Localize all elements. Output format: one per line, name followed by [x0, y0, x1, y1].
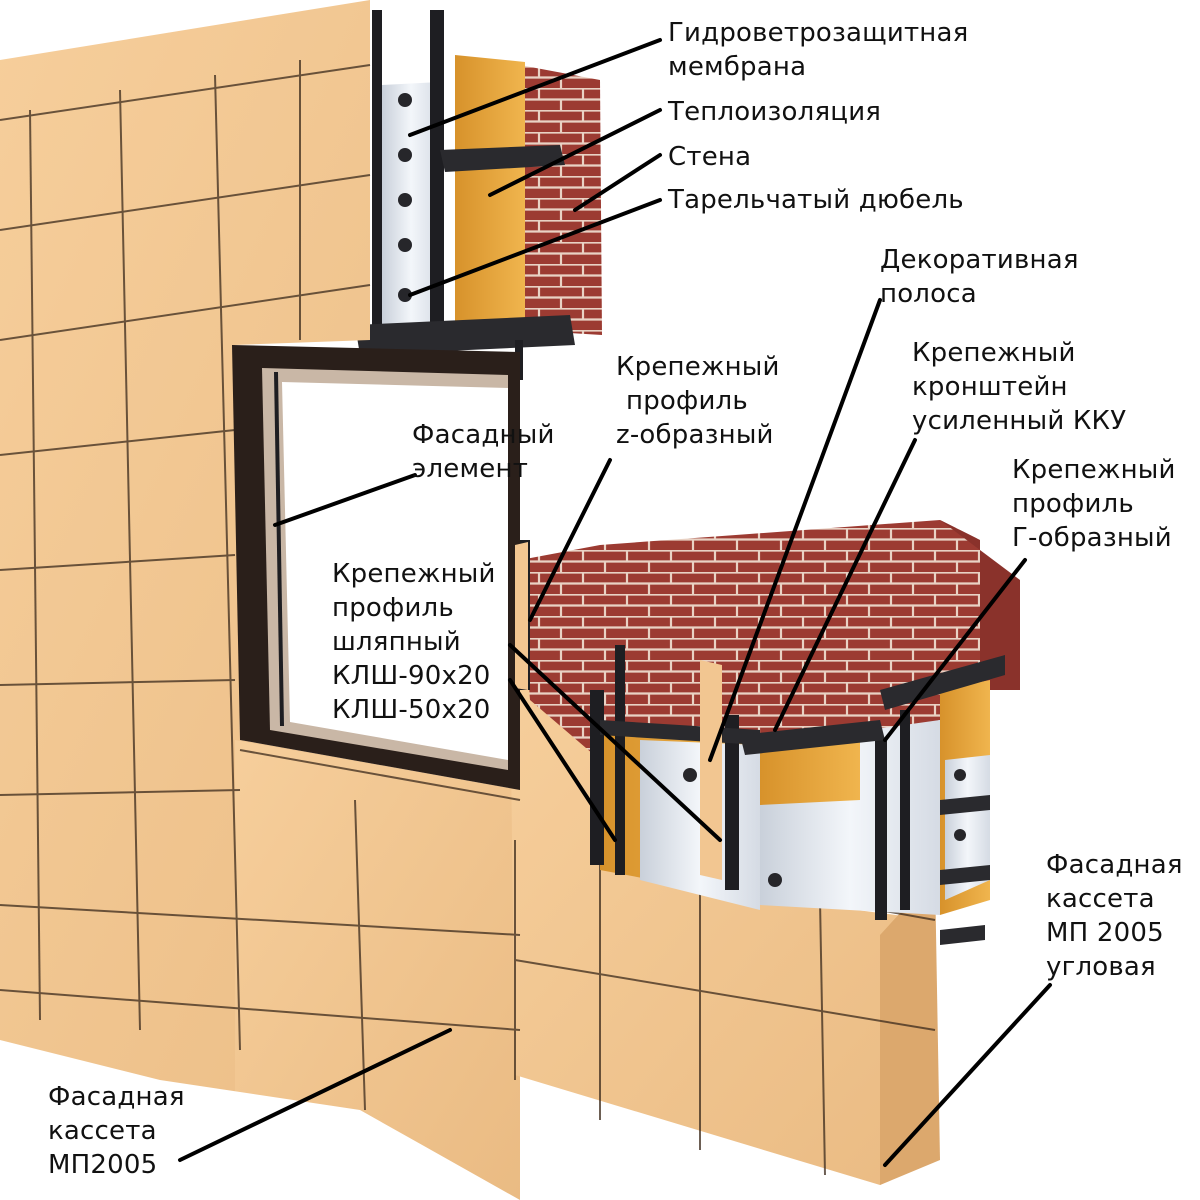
label-cassette-line1: Фасадная	[48, 1082, 185, 1112]
label-corner-cassette: Фасадная кассета МП 2005 угловая	[1046, 848, 1183, 984]
label-bracket: Крепежный кронштейн усиленный ККУ	[912, 336, 1126, 438]
label-deco-line1: Декоративная	[880, 245, 1079, 275]
g-profile-bar	[875, 740, 887, 920]
upper-brick-wall	[520, 65, 602, 335]
leader-bracket	[773, 438, 917, 732]
label-hat-line1: Крепежный	[332, 559, 496, 589]
label-bracket-line3: усиленный ККУ	[912, 406, 1127, 436]
leader-g-profile	[883, 558, 1027, 742]
label-z-line3: z-образный	[616, 420, 774, 450]
leader-hat-profile-2	[508, 678, 617, 842]
bracket-bar	[740, 720, 885, 755]
leader-deco-strip	[708, 298, 882, 762]
label-cassette: Фасадная кассета МП2005	[48, 1080, 185, 1182]
leader-dowel	[408, 198, 662, 297]
label-insulation: Теплоизоляция	[668, 95, 881, 129]
lower-cutaway	[515, 520, 1020, 945]
label-membrane-line2: мембрана	[668, 52, 807, 82]
label-fe-line1: Фасадный	[412, 420, 555, 450]
label-cassette-line2: кассета	[48, 1116, 157, 1146]
label-fe-line2: элемент	[412, 454, 529, 484]
label-dowel: Тарельчатый дюбель	[668, 183, 964, 217]
window-glass	[282, 382, 508, 760]
upper-cutaway	[355, 10, 602, 380]
label-insulation-line1: Теплоизоляция	[668, 97, 882, 127]
label-membrane-line1: Гидроветрозащитная	[668, 18, 969, 48]
label-membrane: Гидроветрозащитная мембрана	[668, 16, 968, 84]
label-z-line2: профиль	[626, 386, 748, 416]
label-cc-line2: кассета	[1046, 884, 1155, 914]
label-deco-line2: полоса	[880, 279, 977, 309]
label-cc-line4: угловая	[1046, 952, 1156, 982]
leader-hat-profile-1	[508, 643, 722, 842]
label-wall-line1: Стена	[668, 142, 752, 172]
label-g-line1: Крепежный	[1012, 455, 1176, 485]
label-cc-line3: МП 2005	[1046, 918, 1164, 948]
label-hat-line2: профиль	[332, 593, 454, 623]
leader-lines	[178, 38, 1052, 1167]
leader-corner-cassette	[883, 983, 1052, 1167]
label-z-line1: Крепежный	[616, 352, 780, 382]
label-hat-line4: КЛШ-90х20	[332, 661, 491, 691]
label-cc-line1: Фасадная	[1046, 850, 1183, 880]
upper-membrane	[382, 82, 440, 328]
label-g-line2: профиль	[1012, 489, 1134, 519]
corner-cassette-side	[880, 875, 940, 1185]
label-g-profile: Крепежный профиль Г-образный	[1012, 453, 1176, 555]
label-cassette-line3: МП2005	[48, 1150, 158, 1180]
leader-facade-element	[273, 473, 417, 527]
label-bracket-line1: Крепежный	[912, 338, 1076, 368]
label-g-line3: Г-образный	[1012, 523, 1172, 553]
upper-dowels	[398, 93, 412, 302]
label-hat-profile: Крепежный профиль шляпный КЛШ-90х20 КЛШ-…	[332, 557, 496, 727]
upper-bracket	[440, 145, 565, 172]
label-dowel-line1: Тарельчатый дюбель	[668, 185, 964, 215]
leader-membrane	[408, 38, 662, 137]
label-wall: Стена	[668, 140, 751, 174]
leader-cassette	[178, 1028, 452, 1162]
label-z-profile: Крепежный профиль z-образный	[616, 350, 780, 452]
leader-z-profile	[528, 458, 612, 622]
label-hat-line5: КЛШ-50х20	[332, 695, 491, 725]
upper-profile-1	[372, 10, 382, 340]
leader-insulation	[488, 108, 662, 197]
lower-dowels	[683, 768, 966, 887]
label-deco-strip: Декоративная полоса	[880, 243, 1079, 311]
decorative-strip	[700, 660, 722, 880]
leader-wall	[573, 153, 662, 212]
label-bracket-line2: кронштейн	[912, 372, 1068, 402]
upper-profile-2	[430, 10, 444, 340]
hat-profile-bar	[615, 645, 625, 875]
facade-tiles-right	[510, 680, 935, 1185]
label-hat-line3: шляпный	[332, 627, 461, 657]
lower-brick-wall	[520, 520, 980, 760]
label-facade-element: Фасадный элемент	[412, 418, 555, 486]
window-opening	[232, 345, 520, 790]
